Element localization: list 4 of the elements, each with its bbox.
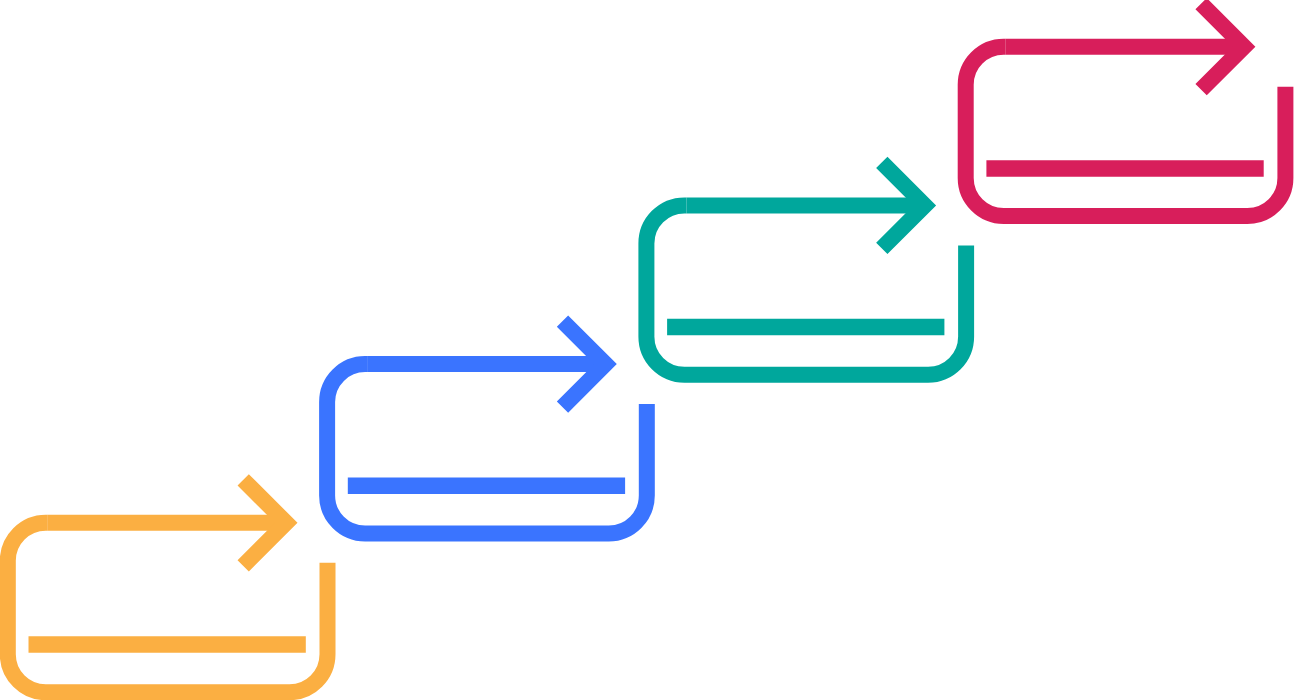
arrow	[367, 315, 617, 413]
arrow	[47, 474, 298, 572]
arrow	[686, 156, 937, 255]
arrow	[1005, 0, 1256, 96]
